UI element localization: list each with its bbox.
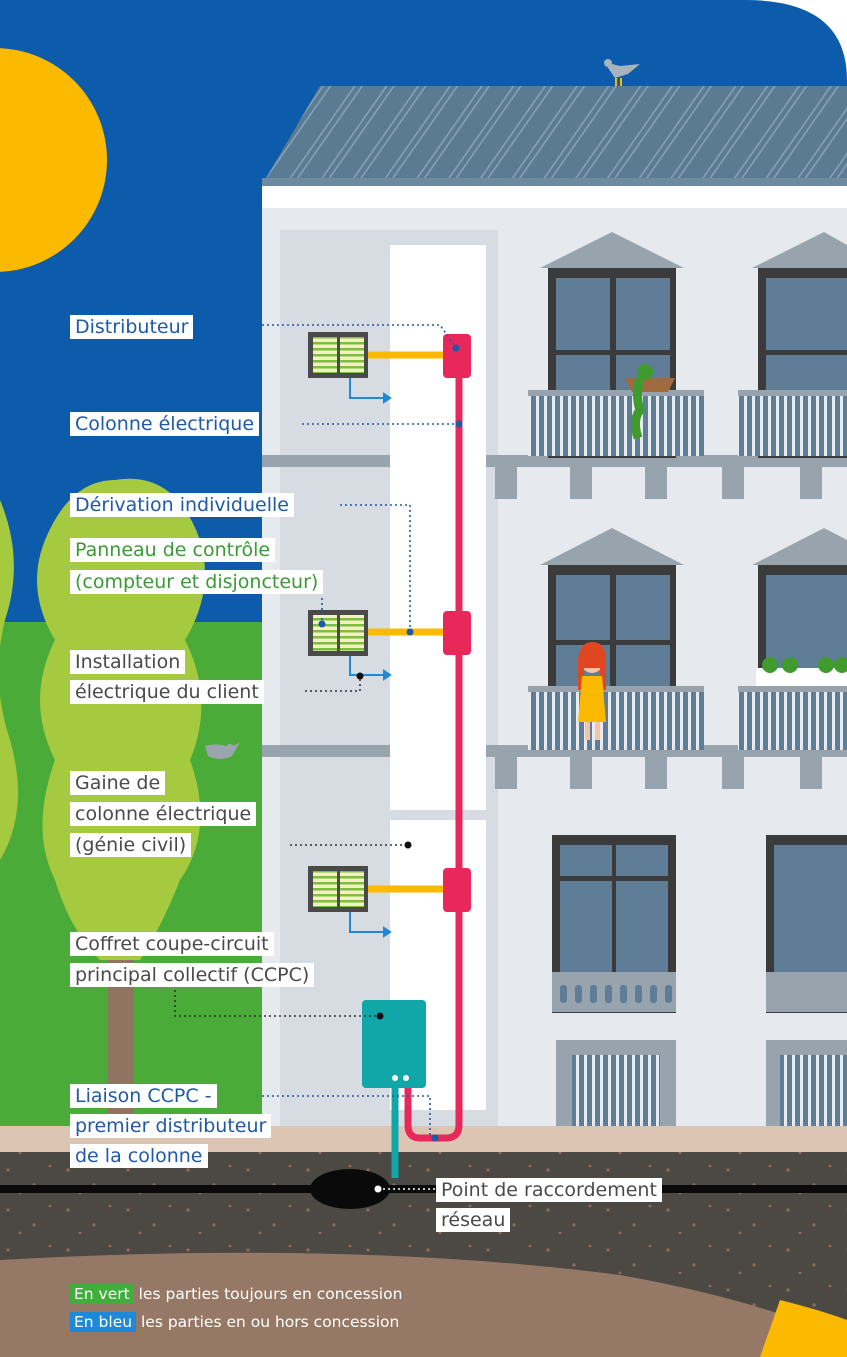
windows-floor-1 [528, 232, 847, 458]
label-gaine-line2: colonne électrique [70, 802, 257, 826]
column-shaft [390, 245, 486, 810]
tree-left [0, 500, 18, 860]
label-liaison-line1: Liaison CCPC - [70, 1084, 217, 1108]
distributeur-box-3 [443, 868, 471, 912]
leader-dots [318, 344, 463, 1193]
distributeur-box-1 [443, 334, 471, 378]
bird-flying [205, 742, 240, 759]
leader-ccpc [174, 990, 380, 1017]
label-coffret-line2: principal collectif (CCPC) [70, 963, 315, 987]
label-derivation-individuelle: Dérivation individuelle [70, 493, 294, 517]
ground-brown [0, 1252, 847, 1357]
distributeur-box-2 [443, 611, 471, 655]
sun [0, 48, 107, 272]
legend-green: En vert les parties toujours en concessi… [70, 1284, 402, 1304]
leader-liaison [262, 1095, 431, 1138]
legend-green-text: les parties toujours en concession [133, 1285, 403, 1303]
roof [262, 86, 847, 185]
label-coffret-line1: Coffret coupe-circuit [70, 932, 274, 956]
ccpc-box [362, 1000, 426, 1088]
label-panneau-line1: Panneau de contrôle [70, 538, 276, 562]
legend-green-chip: En vert [70, 1284, 134, 1304]
leader-derivation [340, 504, 411, 632]
label-panneau-line2: (compteur et disjoncteur) [70, 570, 324, 594]
windows-floor-3 [552, 835, 847, 1013]
connection-point [310, 1169, 390, 1209]
control-panel-1 [308, 332, 368, 378]
label-point-line2: réseau [436, 1208, 511, 1232]
client-outlets [349, 378, 392, 938]
label-distributeur: Distributeur [70, 315, 194, 339]
tree-trunk [108, 960, 134, 1140]
label-point-line1: Point de raccordement [436, 1178, 662, 1202]
windows-floor-2 [528, 528, 847, 750]
person-on-balcony [578, 642, 606, 740]
label-liaison-line2: premier distributeur [70, 1114, 272, 1138]
leader-installation [305, 676, 361, 692]
bird-on-roof [604, 59, 640, 86]
control-panel-3 [308, 866, 368, 912]
legend-blue-text: les parties en ou hors concession [136, 1313, 400, 1331]
label-installation-line1: Installation [70, 650, 186, 674]
label-colonne-electrique: Colonne électrique [70, 412, 260, 436]
legend-blue: En bleu les parties en ou hors concessio… [70, 1312, 399, 1332]
control-panel-2 [308, 610, 368, 656]
label-gaine-line1: Gaine de [70, 771, 166, 795]
label-liaison-line3: de la colonne [70, 1144, 208, 1168]
leader-distributeur [262, 324, 457, 349]
label-installation-line2: électrique du client [70, 680, 264, 704]
label-gaine-line3: (génie civil) [70, 833, 192, 857]
legend-blue-chip: En bleu [70, 1312, 137, 1332]
